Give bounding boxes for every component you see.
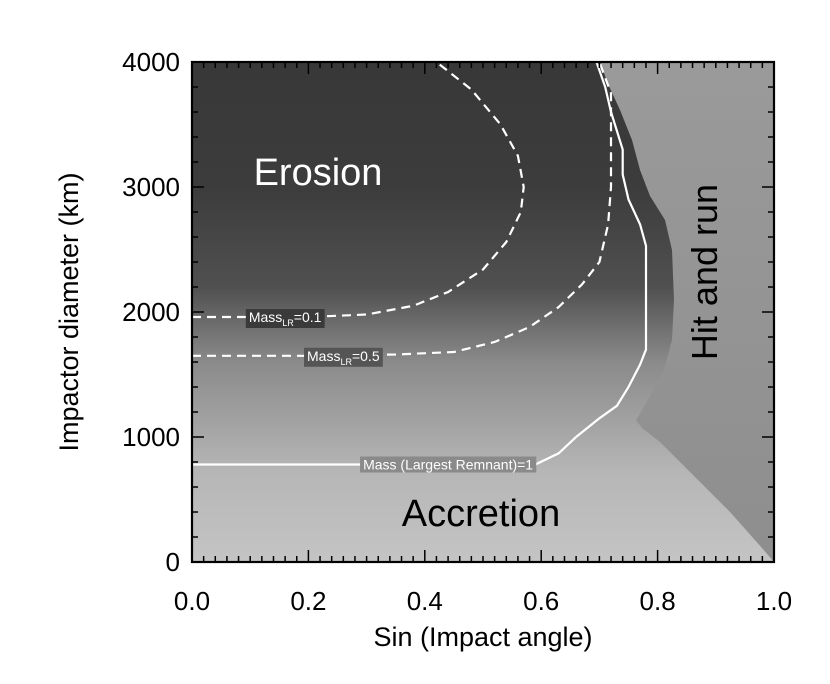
contour-label-subscript: LR bbox=[340, 357, 352, 367]
x-tick-label: 0.2 bbox=[290, 586, 326, 616]
y-axis-title: Impactor diameter (km) bbox=[54, 172, 84, 451]
contour-label: MassLR=0.1 bbox=[249, 309, 322, 328]
contour-label-value: =0.1 bbox=[294, 309, 322, 325]
y-tick-label: 3000 bbox=[122, 172, 180, 202]
y-tick-label: 4000 bbox=[122, 47, 180, 77]
x-axis-title: Sin (Impact angle) bbox=[373, 622, 592, 652]
contour-line bbox=[192, 62, 613, 357]
region-label-accretion: Accretion bbox=[402, 493, 560, 535]
y-tick-label: 1000 bbox=[122, 422, 180, 452]
contour-label-main: Mass (Largest Remnant)=1 bbox=[363, 457, 533, 473]
x-ticks bbox=[191, 62, 775, 562]
x-tick-label: 0.6 bbox=[523, 586, 559, 616]
contour-label: Mass (Largest Remnant)=1 bbox=[363, 457, 533, 473]
contour-label-value: =0.5 bbox=[352, 348, 380, 364]
region-label-hit-and-run: Hit and run bbox=[684, 184, 725, 360]
contour-label-gap bbox=[245, 309, 325, 328]
x-tick-labels: 0.0 0.2 0.4 0.6 0.8 1.0 bbox=[174, 586, 792, 616]
contour-label-gap bbox=[304, 347, 383, 367]
contour-label: MassLR=0.5 bbox=[307, 348, 380, 367]
y-tick-labels: 0 1000 2000 3000 4000 bbox=[122, 47, 180, 577]
x-tick-label: 0.0 bbox=[174, 586, 210, 616]
y-tick-label: 0 bbox=[166, 547, 180, 577]
x-tick-label: 0.8 bbox=[640, 586, 676, 616]
hit-and-run-region bbox=[596, 62, 774, 562]
contour-label-gap bbox=[360, 456, 537, 473]
x-tick-label: 0.4 bbox=[407, 586, 443, 616]
contour-label-main: Mass bbox=[307, 348, 340, 364]
x-tick-label: 1.0 bbox=[756, 586, 792, 616]
contour-label-main: Mass bbox=[249, 309, 282, 325]
contour-label-subscript: LR bbox=[282, 318, 294, 328]
region-label-erosion: Erosion bbox=[254, 152, 383, 194]
y-ticks bbox=[192, 61, 774, 563]
y-tick-label: 2000 bbox=[122, 297, 180, 327]
contour-line bbox=[192, 62, 648, 466]
